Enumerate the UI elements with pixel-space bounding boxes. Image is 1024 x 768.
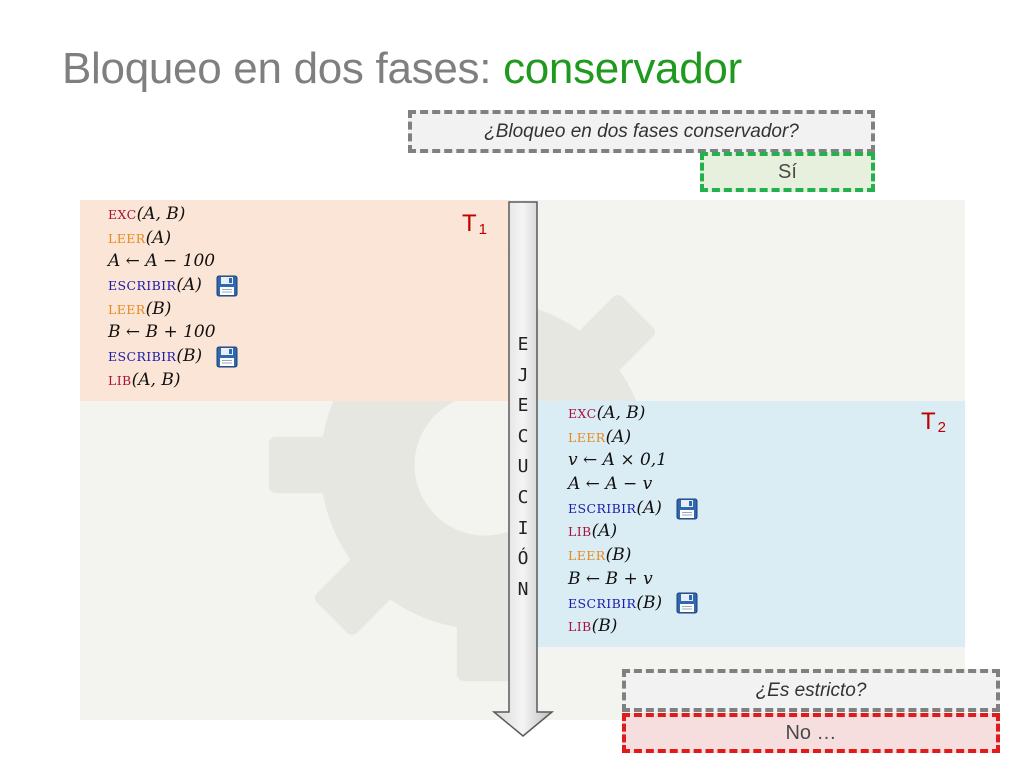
- floppy-disk-icon: [216, 275, 238, 297]
- t2-step: exc(A, B): [568, 402, 698, 426]
- operation-argument: (A, B): [136, 204, 186, 224]
- operation-escribir: escribir: [108, 278, 177, 294]
- transaction-1-panel: [80, 200, 510, 401]
- title-main: Bloqueo en dos fases:: [62, 44, 504, 93]
- operation-lib: lib: [568, 524, 592, 540]
- execution-letter: Ó: [517, 548, 529, 570]
- t1-step: exc(A, B): [108, 203, 238, 227]
- answer-no-box: No …: [622, 713, 1000, 753]
- execution-letter: J: [517, 364, 529, 386]
- operation-argument: (A): [636, 497, 662, 518]
- operation-argument: (A, B): [131, 369, 181, 390]
- t1-step: lib(A, B): [108, 369, 238, 393]
- operation-argument: (B): [636, 592, 663, 613]
- operation-lib: lib: [568, 619, 592, 635]
- question-strict-box: ¿Es estricto?: [622, 669, 1000, 712]
- transaction-2-panel: [537, 401, 965, 647]
- t2-step: escribir(B): [568, 592, 698, 616]
- slide-title: Bloqueo en dos fases: conservador: [62, 44, 742, 94]
- operation-escribir: escribir: [108, 349, 177, 365]
- operation-argument: (A): [145, 227, 172, 248]
- floppy-disk-icon: [676, 498, 698, 520]
- title-accent: conservador: [503, 44, 742, 93]
- t1-step: B ← B + 100: [108, 321, 238, 345]
- operation-leer: leer: [108, 301, 146, 317]
- operation-leer: leer: [568, 548, 606, 564]
- execution-letter: E: [517, 334, 529, 355]
- operation-argument: v ← A × 0,1: [568, 450, 668, 471]
- operation-argument: A ← A − v: [568, 474, 653, 495]
- operation-exc: exc: [108, 207, 137, 222]
- operation-escribir: escribir: [568, 595, 637, 611]
- t2-step: leer(A): [568, 426, 698, 450]
- t2-step: v ← A × 0,1: [568, 449, 698, 473]
- t1-step: escribir(A): [108, 274, 238, 298]
- operation-escribir: escribir: [568, 500, 637, 516]
- execution-letter: E: [517, 395, 529, 417]
- operation-lib: lib: [108, 372, 132, 388]
- operation-argument: (A): [176, 275, 202, 296]
- t1-step: A ← A − 100: [108, 250, 238, 274]
- operation-exc: exc: [568, 406, 597, 421]
- operation-argument: B ← B + v: [568, 568, 653, 589]
- operation-argument: (B): [591, 616, 618, 637]
- t2-step: lib(A): [568, 520, 698, 544]
- t2-step-list: exc(A, B)leer(A)v ← A × 0,1A ← A − vescr…: [568, 402, 698, 639]
- operation-argument: A ← A − 100: [108, 251, 216, 272]
- t2-step: B ← B + v: [568, 568, 698, 592]
- execution-letter: C: [517, 425, 529, 447]
- floppy-disk-icon: [676, 592, 698, 614]
- operation-leer: leer: [108, 230, 146, 246]
- operation-argument: (B): [145, 298, 172, 319]
- execution-letter: U: [517, 456, 529, 478]
- t2-step: leer(B): [568, 544, 698, 568]
- execution-letter: N: [517, 578, 529, 600]
- operation-argument: (B): [176, 346, 203, 367]
- t1-step-list: exc(A, B)leer(A)A ← A − 100escribir(A)le…: [108, 203, 238, 393]
- t2-step: escribir(A): [568, 497, 698, 521]
- operation-argument: (B): [605, 545, 632, 566]
- operation-argument: (A, B): [596, 403, 646, 423]
- t2-step: A ← A − v: [568, 473, 698, 497]
- down-arrow-icon: [491, 201, 555, 737]
- execution-letter: I: [517, 517, 529, 539]
- t1-step: leer(B): [108, 298, 238, 322]
- operation-leer: leer: [568, 429, 606, 445]
- t1-step: leer(A): [108, 227, 238, 251]
- question-conservative-box: ¿Bloqueo en dos fases conservador?: [408, 110, 875, 153]
- execution-letter: C: [517, 486, 529, 508]
- operation-argument: (A): [605, 426, 632, 447]
- operation-argument: (A): [591, 521, 618, 542]
- t1-step: escribir(B): [108, 345, 238, 369]
- answer-yes-box: Sí: [700, 152, 875, 192]
- t2-step: lib(B): [568, 615, 698, 639]
- operation-argument: B ← B + 100: [108, 322, 216, 343]
- floppy-disk-icon: [216, 346, 238, 368]
